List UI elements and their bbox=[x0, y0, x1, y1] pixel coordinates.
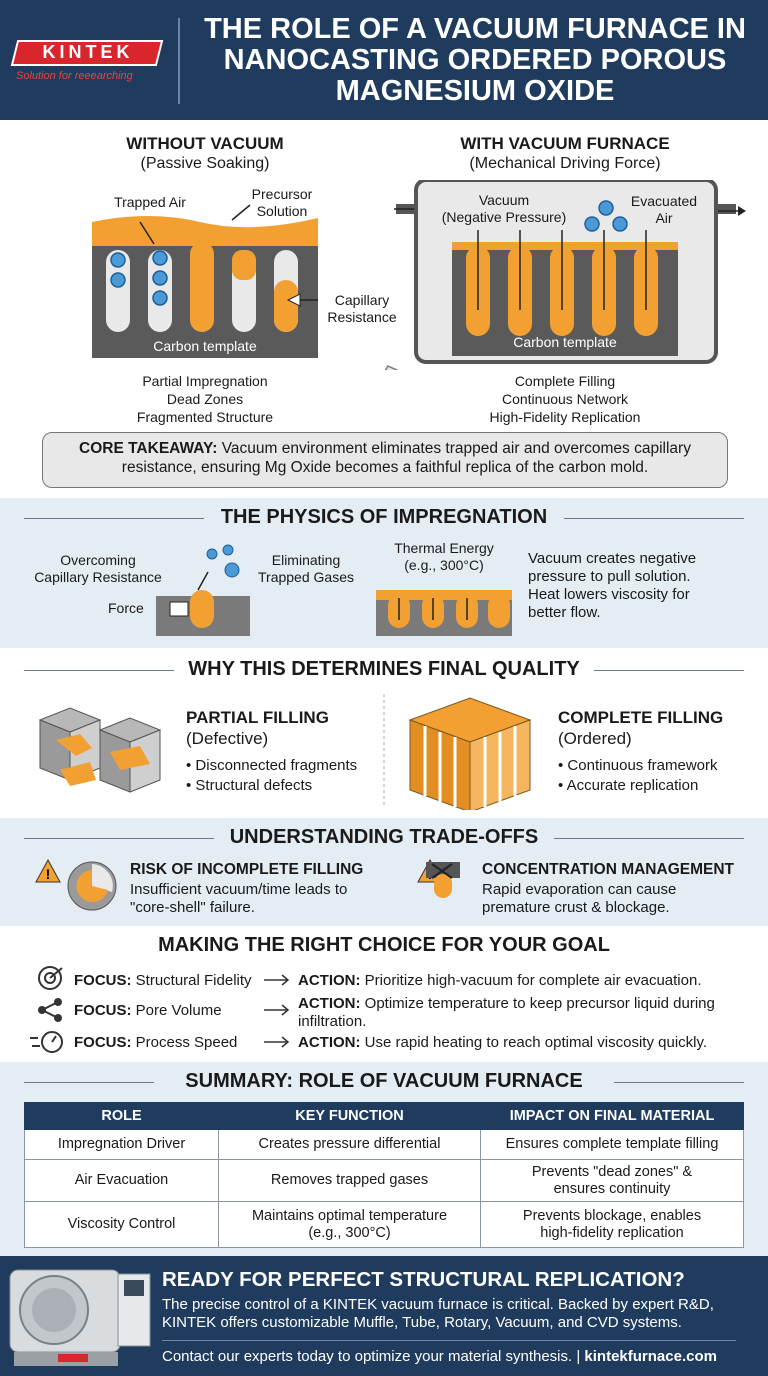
table-cell: Ensures complete template filling bbox=[480, 1129, 744, 1160]
choice-row-3-action: ACTION: Use rapid heating to reach optim… bbox=[298, 1034, 708, 1051]
risk-text: Insufficient vacuum/time leads to"core-s… bbox=[130, 881, 348, 916]
with-vacuum-title: WITH VACUUM FURNACE bbox=[460, 134, 670, 153]
table-cell: Removes trapped gases bbox=[218, 1159, 481, 1202]
divider bbox=[564, 518, 744, 519]
title-line-2: NANOCASTING ORDERED POROUS bbox=[223, 44, 727, 76]
tradeoffs-title: UNDERSTANDING TRADE-OFFS bbox=[229, 826, 539, 848]
tradeoffs-icons: ! ! bbox=[35, 858, 460, 911]
label-carbon-template-left: Carbon template bbox=[153, 338, 257, 354]
label-force: Force bbox=[108, 600, 144, 616]
divider bbox=[24, 838, 214, 839]
quality-title: WHY THIS DETERMINES FINAL QUALITY bbox=[188, 658, 580, 680]
without-vacuum-title: WITHOUT VACUUM bbox=[126, 134, 284, 153]
title-line-3: MAGNESIUM OXIDE bbox=[335, 75, 615, 107]
takeaway-line-2: resistance, ensuring Mg Oxide becomes a … bbox=[121, 459, 649, 476]
divider bbox=[614, 1082, 744, 1083]
label-carbon-template-right: Carbon template bbox=[513, 334, 617, 350]
header-divider bbox=[178, 18, 180, 104]
table-header: IMPACT ON FINAL MATERIAL bbox=[480, 1102, 744, 1130]
summary-title: SUMMARY: ROLE OF VACUUM FURNACE bbox=[185, 1070, 583, 1092]
label-thermal-energy: Thermal Energy(e.g., 300°C) bbox=[394, 540, 494, 573]
furnace-image bbox=[9, 1269, 151, 1366]
physics-diagram bbox=[156, 544, 512, 636]
divider bbox=[554, 838, 744, 839]
table-row: Viscosity Control Maintains optimal temp… bbox=[24, 1201, 744, 1248]
table-cell: Maintains optimal temperature(e.g., 300°… bbox=[218, 1201, 481, 1248]
partial-filling-subtitle: (Defective) bbox=[186, 729, 269, 748]
svg-text:!: ! bbox=[46, 866, 51, 882]
ordered-framework-icon bbox=[408, 697, 532, 810]
table-cell: Air Evacuation bbox=[24, 1159, 219, 1202]
table-cell: Viscosity Control bbox=[24, 1201, 219, 1248]
label-vacuum: Vacuum(Negative Pressure) bbox=[441, 192, 567, 225]
choice-icons bbox=[30, 966, 290, 1053]
fragment-cubes-icon bbox=[38, 707, 162, 793]
table-header-row: ROLE KEY FUNCTION IMPACT ON FINAL MATERI… bbox=[24, 1102, 744, 1130]
table-row: Air Evacuation Removes trapped gases Pre… bbox=[24, 1159, 744, 1202]
footer-contact: Contact our experts today to optimize yo… bbox=[162, 1348, 717, 1365]
table-cell: Creates pressure differential bbox=[218, 1129, 481, 1160]
title-line-1: THE ROLE OF A VACUUM FURNACE IN bbox=[204, 13, 746, 45]
core-takeaway-box: CORE TAKEAWAY: Vacuum environment elimin… bbox=[42, 432, 728, 488]
page-title: THE ROLE OF A VACUUM FURNACE IN NANOCAST… bbox=[190, 14, 760, 107]
table-cell: Impregnation Driver bbox=[24, 1129, 219, 1160]
target-icon bbox=[38, 966, 63, 990]
table-row: Impregnation Driver Creates pressure dif… bbox=[24, 1129, 744, 1160]
risk-title: RISK OF INCOMPLETE FILLING bbox=[130, 861, 364, 878]
choice-row-2-focus: FOCUS: Pore Volume bbox=[74, 1002, 222, 1019]
header-banner: KINTEK Solution for reeearching THE ROLE… bbox=[0, 0, 768, 120]
divider bbox=[24, 670, 174, 671]
logo-text: KINTEK bbox=[42, 42, 134, 62]
warning-icon bbox=[35, 858, 61, 883]
arrow-icon bbox=[264, 974, 290, 1048]
with-vacuum-subtitle: (Mechanical Driving Force) bbox=[469, 155, 661, 172]
divider bbox=[24, 1082, 154, 1083]
physics-title: THE PHYSICS OF IMPREGNATION bbox=[220, 506, 548, 528]
table-cell: Prevents "dead zones" &ensures continuit… bbox=[480, 1159, 744, 1202]
footer-divider bbox=[162, 1340, 736, 1341]
logo-tagline: Solution for reeearching bbox=[16, 70, 133, 82]
website-link[interactable]: kintekfurnace.com bbox=[584, 1348, 717, 1365]
quality-diagram bbox=[38, 694, 532, 810]
footer-title: READY FOR PERFECT STRUCTURAL REPLICATION… bbox=[162, 1268, 685, 1291]
divider bbox=[24, 518, 204, 519]
choice-row-3-focus: FOCUS: Process Speed bbox=[74, 1034, 238, 1051]
table-header: KEY FUNCTION bbox=[218, 1102, 481, 1130]
table-header: ROLE bbox=[24, 1102, 219, 1130]
stopwatch-icon bbox=[30, 1031, 63, 1053]
takeaway-line-1: Vacuum environment eliminates trapped ai… bbox=[217, 440, 691, 457]
choice-row-1-action: ACTION: Prioritize high-vacuum for compl… bbox=[298, 972, 702, 989]
choice-row-1-focus: FOCUS: Structural Fidelity bbox=[74, 972, 252, 989]
complete-bullets: • Continuous framework • Accurate replic… bbox=[558, 757, 718, 794]
tradeoffs-section bbox=[0, 818, 768, 926]
partial-bullets: • Disconnected fragments • Structural de… bbox=[186, 757, 358, 794]
choice-title: MAKING THE RIGHT CHOICE FOR YOUR GOAL bbox=[158, 934, 610, 956]
right-furnace-diagram bbox=[394, 180, 746, 364]
left-template-diagram bbox=[92, 204, 318, 358]
summary-table: ROLE KEY FUNCTION IMPACT ON FINAL MATERI… bbox=[24, 1102, 744, 1248]
takeaway-label: CORE TAKEAWAY: bbox=[79, 440, 218, 457]
share-nodes-icon bbox=[38, 998, 62, 1022]
footer-text: The precise control of a KINTEK vacuum f… bbox=[162, 1296, 714, 1331]
comparison-diagram bbox=[92, 180, 746, 370]
choice-row-2-action: ACTION: Optimize temperature to keep pre… bbox=[298, 995, 715, 1030]
concentration-title: CONCENTRATION MANAGEMENT bbox=[482, 861, 735, 878]
partial-filling-title: PARTIAL FILLING bbox=[186, 708, 329, 727]
complete-filling-title: COMPLETE FILLING bbox=[558, 708, 724, 727]
divider bbox=[594, 670, 744, 671]
label-trapped-air: Trapped Air bbox=[114, 194, 186, 210]
complete-filling-subtitle: (Ordered) bbox=[558, 729, 632, 748]
without-vacuum-subtitle: (Passive Soaking) bbox=[140, 155, 270, 172]
